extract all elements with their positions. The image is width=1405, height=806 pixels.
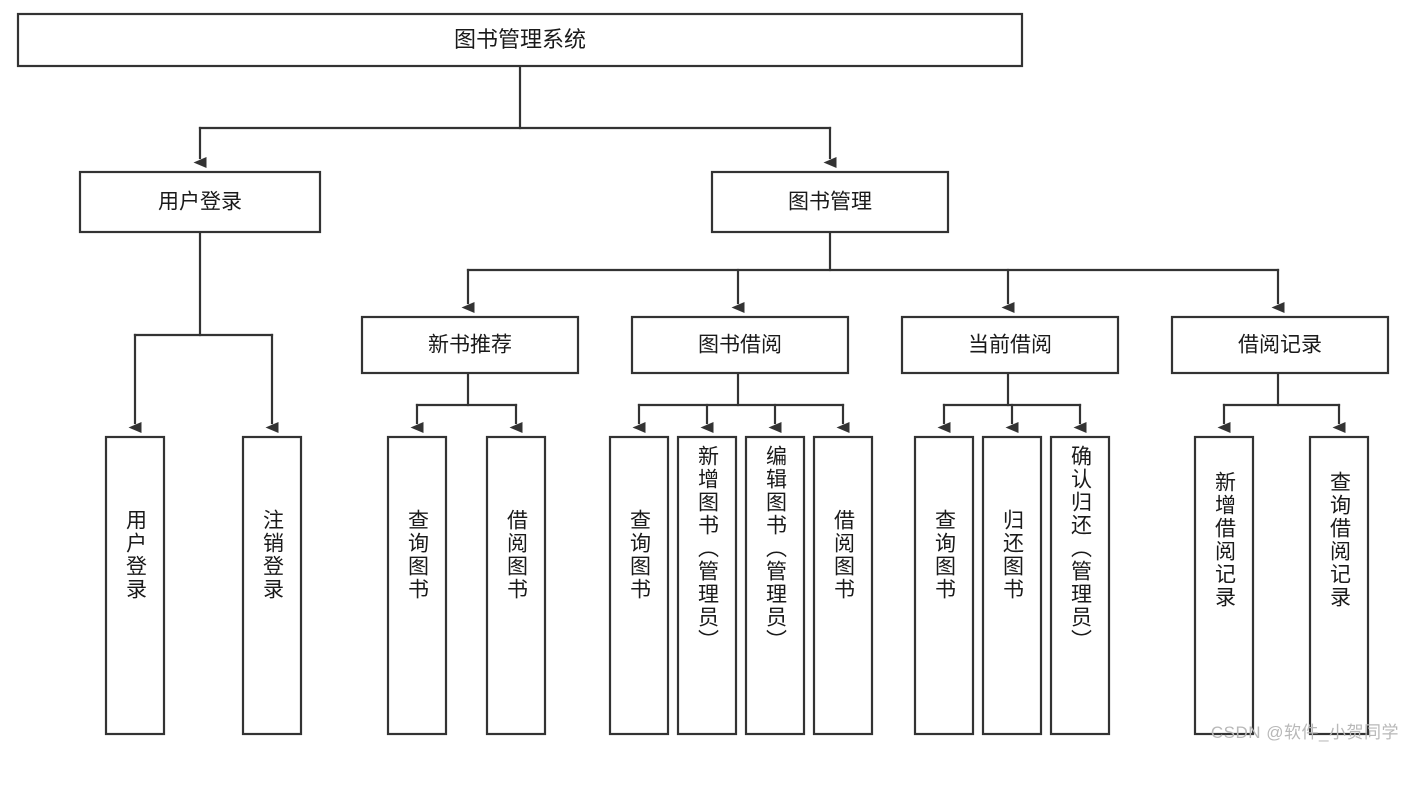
node-leaf-return-book[interactable]	[981, 435, 1043, 736]
edges-layer	[128, 64, 1346, 433]
node-leaf-add-borrow-record[interactable]	[1193, 435, 1255, 736]
node-leaf-query-book-1[interactable]	[386, 435, 448, 736]
node-current-borrow[interactable]: 当前借阅	[900, 315, 1120, 375]
node-leaf-query-borrow-record[interactable]	[1308, 435, 1370, 736]
node-root[interactable]: 图书管理系统	[16, 12, 1024, 68]
node-leaf-query-book-2[interactable]	[608, 435, 670, 736]
node-book-management[interactable]: 图书管理	[710, 170, 950, 234]
flowchart-canvas: 图书管理系统 用户登录 图书管理 新书推荐 图书借阅 当前	[16, 12, 1399, 742]
node-root-label: 图书管理系统	[454, 27, 586, 52]
node-new-book-recommend[interactable]: 新书推荐	[360, 315, 580, 375]
nodes-layer: 图书管理系统 用户登录 图书管理 新书推荐 图书借阅 当前	[16, 12, 1390, 736]
node-user-login-label: 用户登录	[158, 191, 242, 214]
node-book-management-label: 图书管理	[788, 191, 872, 214]
node-leaf-logout-login[interactable]	[241, 435, 303, 736]
node-leaf-edit-book-admin[interactable]	[744, 435, 806, 736]
node-borrow-record[interactable]: 借阅记录	[1170, 315, 1390, 375]
node-leaf-add-book-admin[interactable]	[676, 435, 738, 736]
node-leaf-query-book-3[interactable]	[913, 435, 975, 736]
node-leaf-user-login[interactable]	[104, 435, 166, 736]
node-leaf-borrow-book-2[interactable]	[812, 435, 874, 736]
node-book-borrow[interactable]: 图书借阅	[630, 315, 850, 375]
node-leaf-borrow-book-1[interactable]	[485, 435, 547, 736]
node-book-borrow-label: 图书借阅	[698, 334, 782, 357]
node-current-borrow-label: 当前借阅	[968, 334, 1052, 357]
node-new-book-recommend-label: 新书推荐	[428, 334, 512, 357]
node-borrow-record-label: 借阅记录	[1238, 334, 1322, 357]
node-leaf-confirm-return-admin[interactable]	[1049, 435, 1111, 736]
node-user-login[interactable]: 用户登录	[78, 170, 322, 234]
csdn-watermark: CSDN @软件_小贺同学	[1210, 723, 1399, 742]
flowchart-svg: 图书管理系统 用户登录 图书管理 新书推荐 图书借阅 当前	[16, 12, 1390, 736]
